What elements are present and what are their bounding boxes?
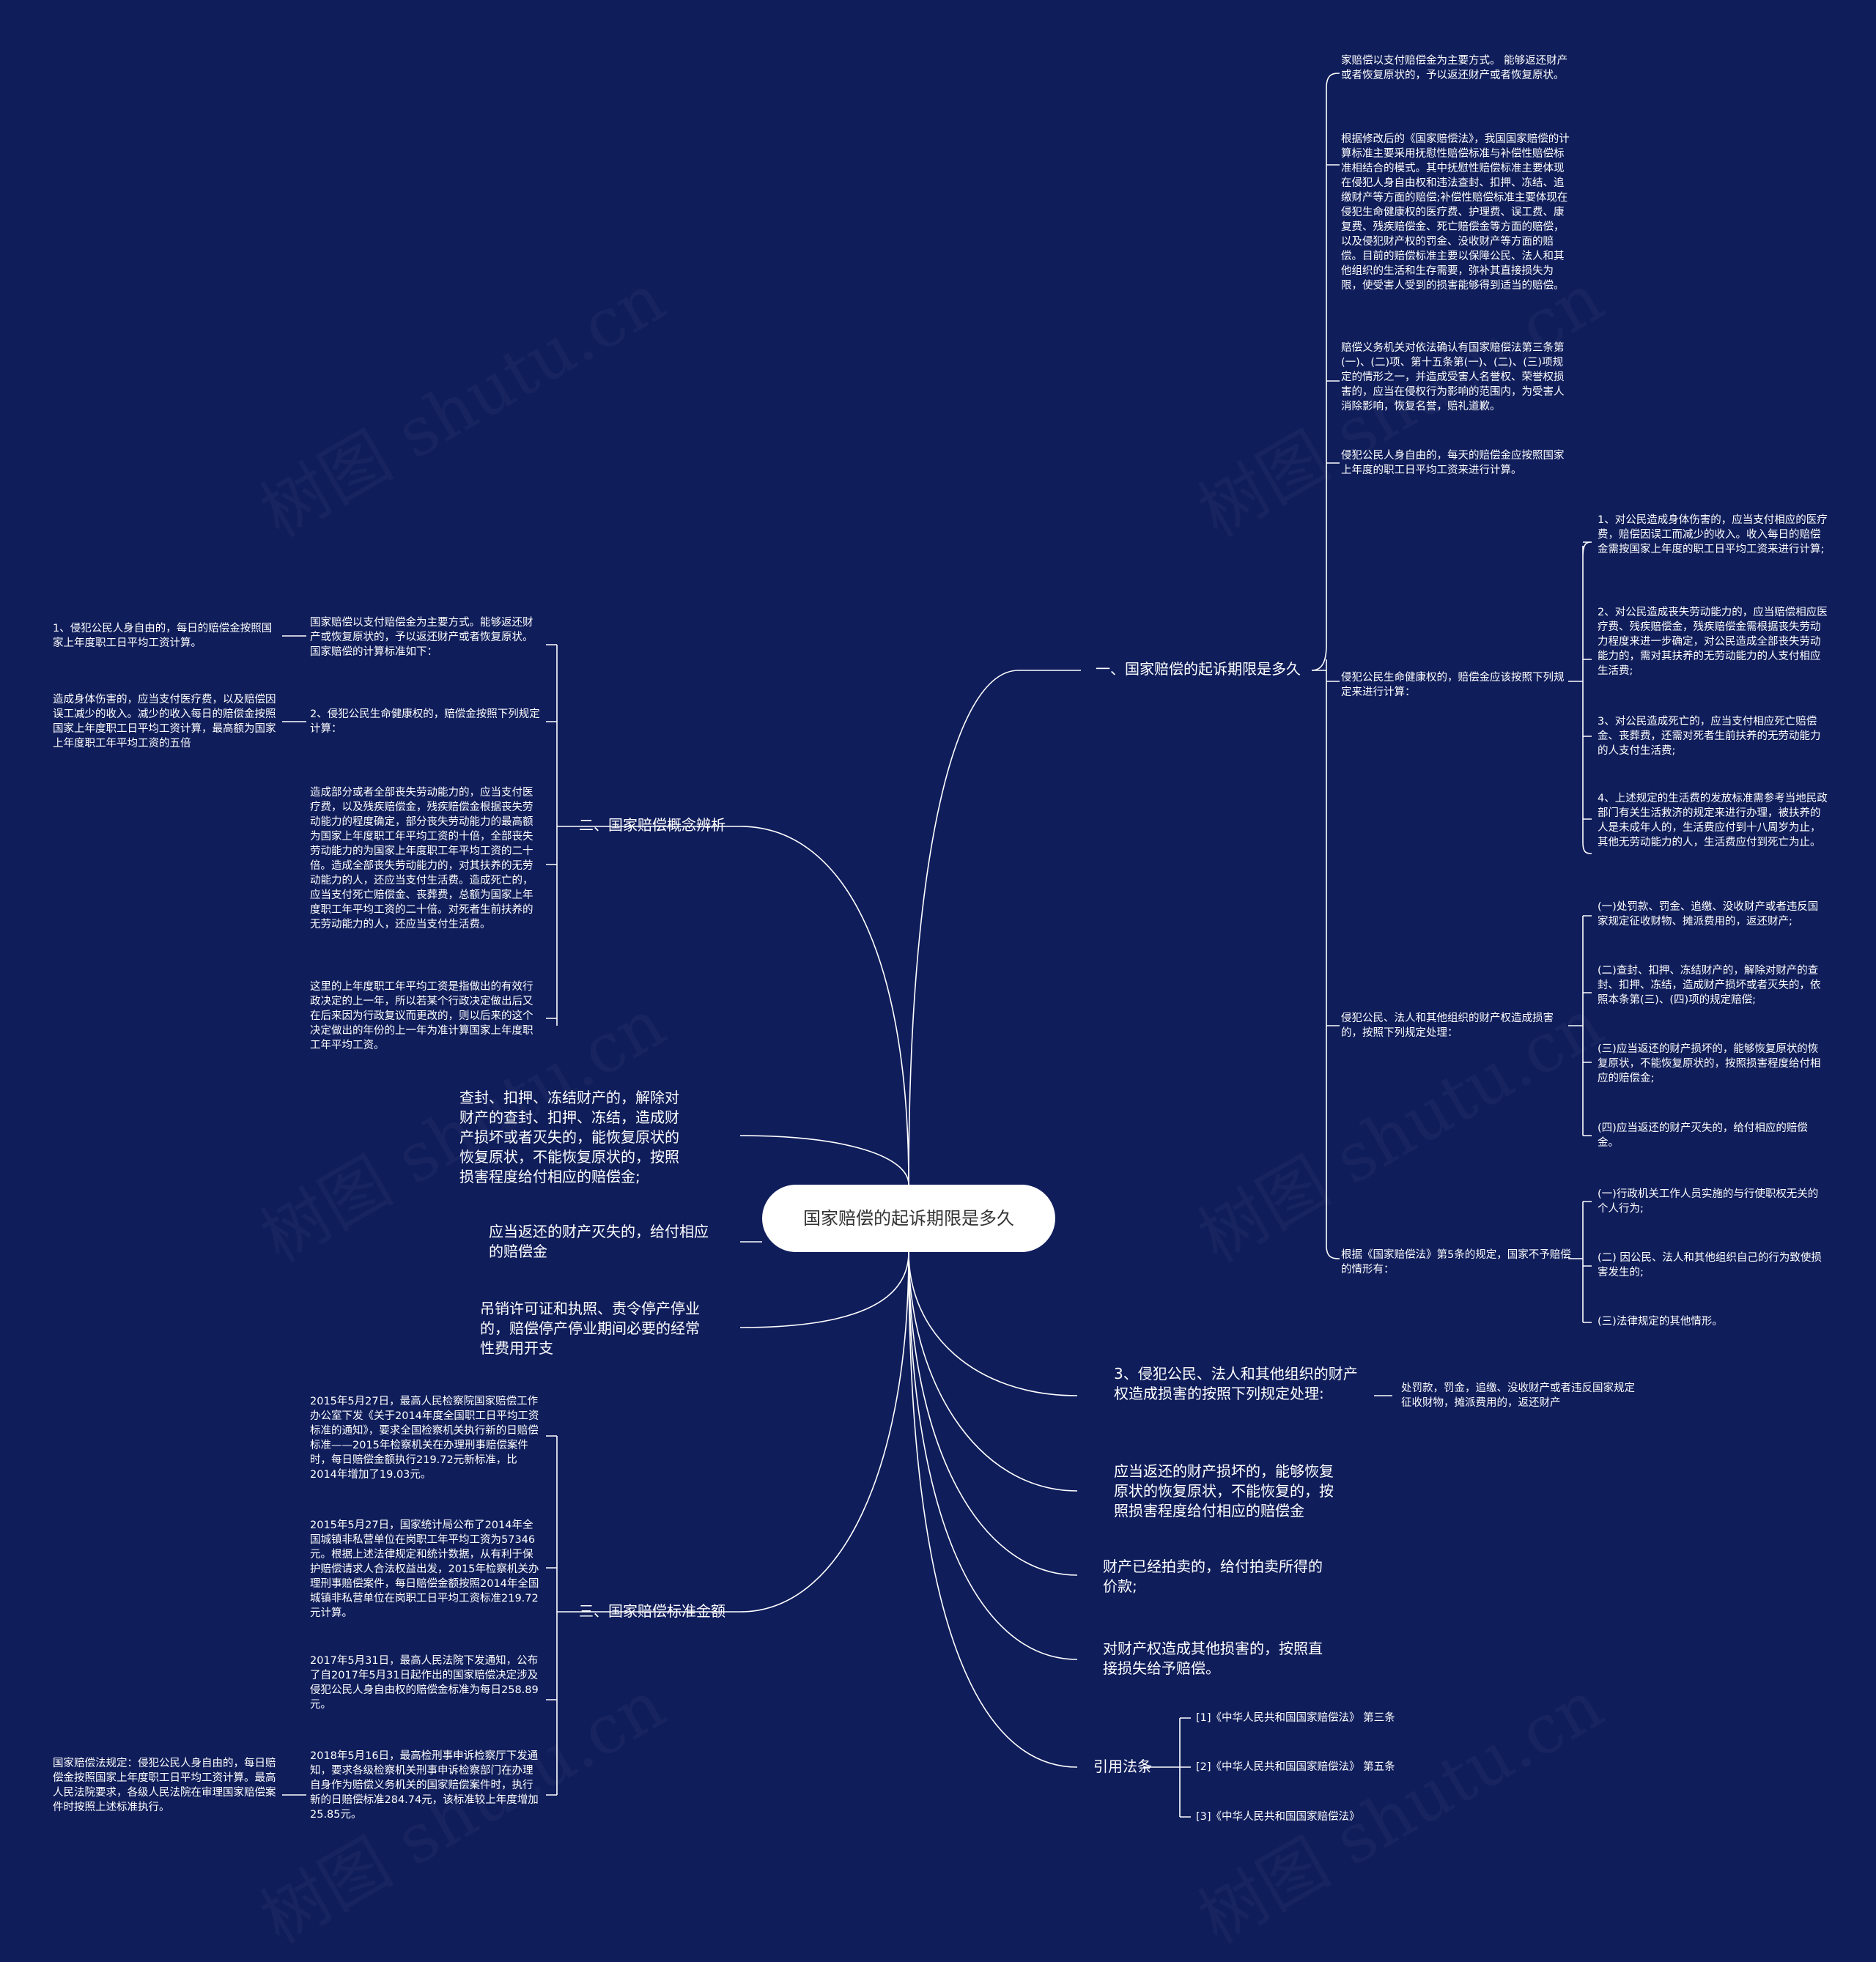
bracket-health bbox=[1568, 541, 1592, 854]
branch-seizure[interactable]: 查封、扣押、冻结财产的，解除对财产的查封、扣押、冻结，造成财产损坏或者灭失的，能… bbox=[459, 1089, 679, 1185]
reference-item-0: [1]《中华人民共和国国家赔偿法》 第三条 bbox=[1196, 1712, 1395, 1724]
bracket-concept bbox=[546, 644, 572, 1026]
concept-item-3: 这里的上年度职工年平均工资是指做出的有效行政决定的上一年，所以若某个行政决定做出… bbox=[310, 981, 533, 1051]
link-root-refs bbox=[908, 1251, 1078, 1768]
link-root-m3 bbox=[739, 1251, 909, 1328]
b1-item-3: 侵犯公民人身自由的，每天的赔偿金应按照国家上年度的职工日平均工资来进行计算。 bbox=[1341, 450, 1565, 476]
branch-property-handling[interactable]: 3、侵犯公民、法人和其他组织的财产权造成损害的按照下列规定处理: bbox=[1114, 1365, 1358, 1402]
bracket-b1 bbox=[1311, 73, 1340, 1259]
health-item-3: 4、上述规定的生活费的发放标准需参考当地民政部门有关生活救济的规定来进行办理，被… bbox=[1598, 793, 1828, 848]
b1-item-2: 赔偿义务机关对依法确认有国家赔偿法第三条第(一)、(二)项、第十五条第(一)、(… bbox=[1341, 342, 1565, 412]
link-root-m1 bbox=[739, 1135, 909, 1185]
branch-concept[interactable]: 二、国家赔偿概念辨析 bbox=[579, 816, 725, 834]
b1-item-exempt: 根据《国家赔偿法》第5条的规定，国家不予赔偿的情形有： bbox=[1341, 1249, 1571, 1276]
health-item-0: 1、对公民造成身体伤害的，应当支付相应的医疗费，赔偿因误工而减少的收入。收入每日… bbox=[1598, 514, 1828, 555]
concept-item-1: 2、侵犯公民生命健康权的，赔偿金按照下列规定计算： bbox=[310, 708, 540, 735]
branch-auction[interactable]: 财产已经拍卖的，给付拍卖所得的价款; bbox=[1103, 1558, 1323, 1595]
concept-item-2: 造成部分或者全部丧失劳动能力的，应当支付医疗费，以及残疾赔偿金，残疾赔偿金根据丧… bbox=[310, 787, 533, 930]
reference-item-1: [2]《中华人民共和国国家赔偿法》 第五条 bbox=[1196, 1761, 1395, 1773]
branch-lost-property[interactable]: 应当返还的财产灭失的，给付相应的赔偿金 bbox=[489, 1223, 709, 1260]
link-root-b2 bbox=[908, 1251, 1078, 1396]
branch-standard[interactable]: 三、国家赔偿标准金额 bbox=[579, 1602, 725, 1620]
property-item-1: (二)查封、扣押、冻结财产的，解除对财产的查封、扣押、冻结，造成财产损坏或者灭失… bbox=[1598, 965, 1821, 1006]
b1-item-0: 家赔偿以支付赔偿金为主要方式。 能够返还财产或者恢复原状的，予以返还财产或者恢复… bbox=[1341, 55, 1568, 81]
concept-item-0: 国家赔偿以支付赔偿金为主要方式。能够返还财产或恢复原状的，予以返还财产或者恢复原… bbox=[310, 617, 533, 658]
exempt-item-2: (三)法律规定的其他情形。 bbox=[1598, 1316, 1723, 1328]
branch-other-damage[interactable]: 对财产权造成其他损害的，按照直接损失给予赔偿。 bbox=[1103, 1640, 1323, 1677]
link-root-b3 bbox=[908, 1251, 1078, 1492]
link-root-b1 bbox=[908, 670, 1081, 1185]
bracket-refs bbox=[1143, 1717, 1191, 1818]
branch-restore[interactable]: 应当返还的财产损坏的，能够恢复原状的恢复原状，不能恢复的，按照损害程度给付相应的… bbox=[1114, 1462, 1334, 1519]
root-topic[interactable]: 国家赔偿的起诉期限是多久 bbox=[762, 1185, 1055, 1252]
link-root-b5 bbox=[908, 1251, 1078, 1660]
health-item-2: 3、对公民造成死亡的，应当支付相应死亡赔偿金、丧葬费，还需对死者生前扶养的无劳动… bbox=[1598, 716, 1821, 757]
bracket-property bbox=[1568, 915, 1592, 1136]
concept-leaf-injury: 造成身体伤害的，应当支付医疗费，以及赔偿因误工减少的收入。减少的收入每日的赔偿金… bbox=[53, 694, 276, 749]
link-root-standard bbox=[572, 1251, 909, 1613]
exempt-item-0: (一)行政机关工作人员实施的与行使职权无关的个人行为; bbox=[1598, 1188, 1819, 1215]
link-root-b4 bbox=[908, 1251, 1078, 1576]
branch-limitation[interactable]: 一、国家赔偿的起诉期限是多久 bbox=[1096, 660, 1301, 678]
property-handling-item: 处罚款，罚金，追缴、没收财产或者违反国家规定征收财物，摊派费用的，返还财产 bbox=[1401, 1382, 1635, 1409]
bracket-exempt bbox=[1568, 1201, 1592, 1323]
exempt-item-1: (二) 因公民、法人和其他组织自己的行为致使损害发生的; bbox=[1598, 1252, 1822, 1278]
branch-license[interactable]: 吊销许可证和执照、责令停产停业的，赔偿停产停业期间必要的经常性费用开支 bbox=[480, 1300, 700, 1357]
property-item-0: (一)处罚款、罚金、追缴、没收财产或者违反国家规定征收财物、摊派费用的，返还财产… bbox=[1598, 901, 1819, 928]
bracket-standard bbox=[546, 1435, 572, 1796]
property-item-2: (三)应当返还的财产损坏的，能够恢复原状的恢复原状，不能恢复原状的，按照损害程度… bbox=[1598, 1043, 1821, 1084]
standard-item-2: 2017年5月31日，最高人民法院下发通知，公布了自2017年5月31日起作出的… bbox=[310, 1655, 539, 1711]
health-item-1: 2、对公民造成丧失劳动能力的，应当赔偿相应医疗费、残疾赔偿金，残疾赔偿金需根据丧… bbox=[1598, 607, 1828, 677]
branch-references[interactable]: 引用法条 bbox=[1093, 1758, 1152, 1775]
standard-item-3: 2018年5月16日，最高检刑事申诉检察厅下发通知，要求各级检察机关刑事申诉检察… bbox=[310, 1750, 539, 1821]
b1-item-health: 侵犯公民生命健康权的，赔偿金应该按照下列规定来进行计算： bbox=[1341, 672, 1565, 698]
standard-item-1: 2015年5月27日，国家统计局公布了2014年全国城镇非私营单位在岗职工年平均… bbox=[310, 1519, 539, 1619]
connector-lines bbox=[282, 73, 1592, 1818]
b1-item-1: 根据修改后的《国家赔偿法》，我国国家赔偿的计算标准主要采用抚慰性赔偿标准与补偿性… bbox=[1341, 133, 1570, 292]
property-item-3: (四)应当返还的财产灭失的，给付相应的赔偿金。 bbox=[1598, 1122, 1808, 1149]
reference-item-2: [3]《中华人民共和国国家赔偿法》 bbox=[1196, 1811, 1360, 1823]
standard-leaf: 国家赔偿法规定：侵犯公民人身自由的，每日赔偿金按照国家上年度职工日平均工资计算。… bbox=[53, 1758, 276, 1813]
link-root-concept bbox=[572, 826, 909, 1185]
b1-item-property: 侵犯公民、法人和其他组织的财产权造成损害的，按照下列规定处理： bbox=[1341, 1013, 1554, 1039]
concept-leaf-personal-freedom: 1、侵犯公民人身自由的，每日的赔偿金按照国家上年度职工日平均工资计算。 bbox=[53, 623, 273, 649]
standard-item-0: 2015年5月27日，最高人民检察院国家赔偿工作办公室下发《关于2014年度全国… bbox=[310, 1396, 539, 1481]
